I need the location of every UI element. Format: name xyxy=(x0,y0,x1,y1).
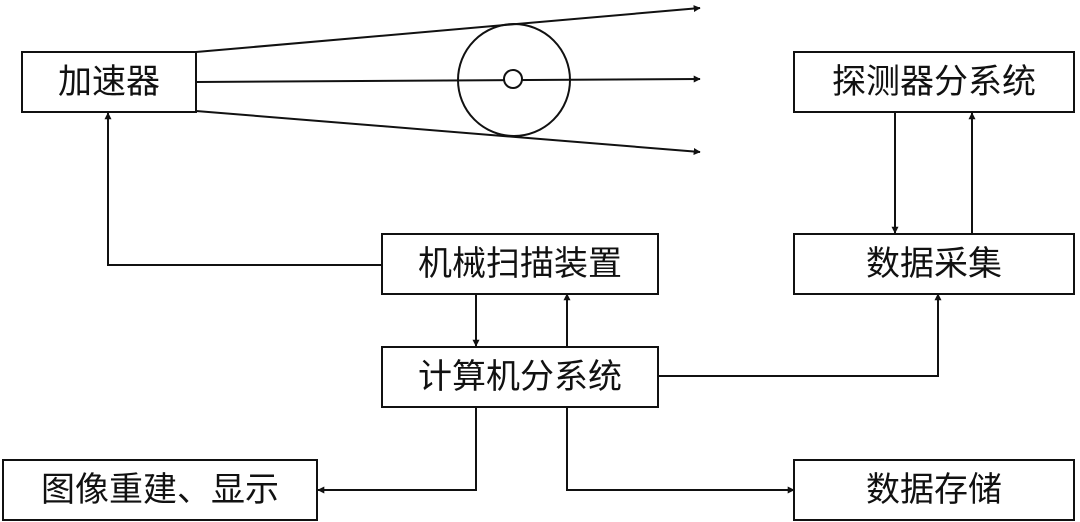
connections xyxy=(104,112,976,494)
beam-line-lower xyxy=(195,110,701,155)
object-outer-circle xyxy=(457,23,571,137)
block-accelerator: 加速器 xyxy=(21,51,197,113)
block-mechanical-scanner: 机械扫描装置 xyxy=(381,233,659,295)
mechanical-scanner-label: 机械扫描装置 xyxy=(418,244,622,284)
beam-line-upper xyxy=(195,5,701,53)
block-detector-subsystem: 探测器分系统 xyxy=(793,51,1075,113)
block-image-reconstruction-display: 图像重建、显示 xyxy=(2,459,318,521)
scanned-object xyxy=(457,23,571,137)
arrow-computer-to-data-acquisition xyxy=(658,293,942,377)
object-center-circle xyxy=(503,69,523,89)
detector-subsystem-label: 探测器分系统 xyxy=(832,62,1036,102)
computer-subsystem-label: 计算机分系统 xyxy=(418,357,622,397)
beam-lines xyxy=(195,5,701,155)
accelerator-label: 加速器 xyxy=(58,62,160,102)
arrow-computer-to-data-storage xyxy=(566,407,795,494)
block-computer-subsystem: 计算机分系统 xyxy=(381,346,659,408)
image-reconstruction-display-label: 图像重建、显示 xyxy=(41,470,279,510)
data-acquisition-label: 数据采集 xyxy=(866,244,1002,284)
block-data-acquisition: 数据采集 xyxy=(793,233,1075,295)
beam-line-middle xyxy=(195,75,701,83)
block-data-storage: 数据存储 xyxy=(793,459,1075,521)
arrow-scanner-to-accelerator xyxy=(104,112,382,266)
data-storage-label: 数据存储 xyxy=(866,470,1002,510)
arrow-computer-to-image-reconstruction xyxy=(317,407,477,494)
